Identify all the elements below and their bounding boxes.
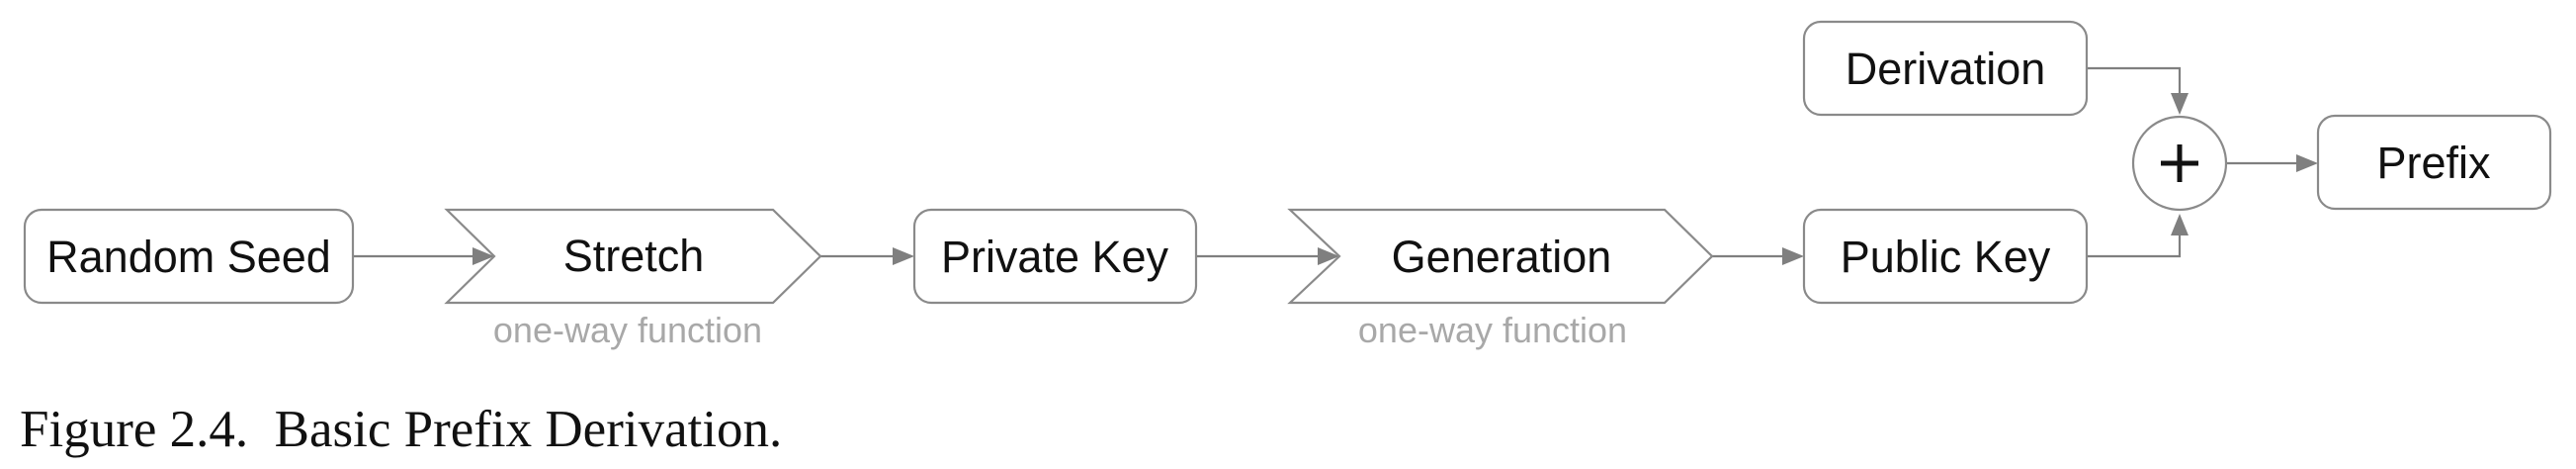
node-derivation: Derivation bbox=[1802, 20, 2089, 117]
node-stretch-label: Stretch bbox=[563, 231, 705, 281]
arrowhead-public-key bbox=[1782, 247, 1804, 265]
combine-operator bbox=[2131, 115, 2228, 212]
node-prefix: Prefix bbox=[2316, 114, 2552, 211]
node-public-key: Public Key bbox=[1802, 208, 2089, 305]
node-random-seed-label: Random Seed bbox=[46, 232, 331, 282]
arrowhead-private-key bbox=[893, 247, 914, 265]
arrowhead-operator-top bbox=[2171, 93, 2189, 115]
node-stretch-sublabel: one-way function bbox=[493, 310, 762, 350]
node-generation-label: Generation bbox=[1392, 232, 1612, 282]
arrowhead-prefix bbox=[2296, 154, 2318, 172]
node-prefix-label: Prefix bbox=[2376, 138, 2491, 188]
arrowhead-stretch bbox=[472, 247, 494, 265]
plus-icon bbox=[2161, 144, 2198, 182]
arrowhead-operator-bottom bbox=[2171, 214, 2189, 235]
figure-caption: Figure 2.4. Basic Prefix Derivation. bbox=[20, 401, 783, 458]
node-generation-sublabel: one-way function bbox=[1358, 310, 1627, 350]
edge-public-key-to-operator bbox=[2087, 234, 2182, 258]
node-private-key-label: Private Key bbox=[941, 232, 1169, 282]
edge-derivation-to-operator bbox=[2087, 66, 2182, 95]
node-random-seed: Random Seed bbox=[23, 208, 355, 305]
node-derivation-label: Derivation bbox=[1846, 44, 2046, 94]
edges bbox=[353, 66, 2318, 265]
node-stretch: Stretch one-way function bbox=[444, 208, 822, 350]
node-private-key: Private Key bbox=[912, 208, 1198, 305]
arrowhead-generation bbox=[1318, 247, 1339, 265]
node-generation: Generation one-way function bbox=[1287, 208, 1714, 350]
prefix-derivation-diagram: Random Seed Stretch one-way function Pri… bbox=[23, 20, 2552, 350]
node-public-key-label: Public Key bbox=[1841, 232, 2051, 282]
